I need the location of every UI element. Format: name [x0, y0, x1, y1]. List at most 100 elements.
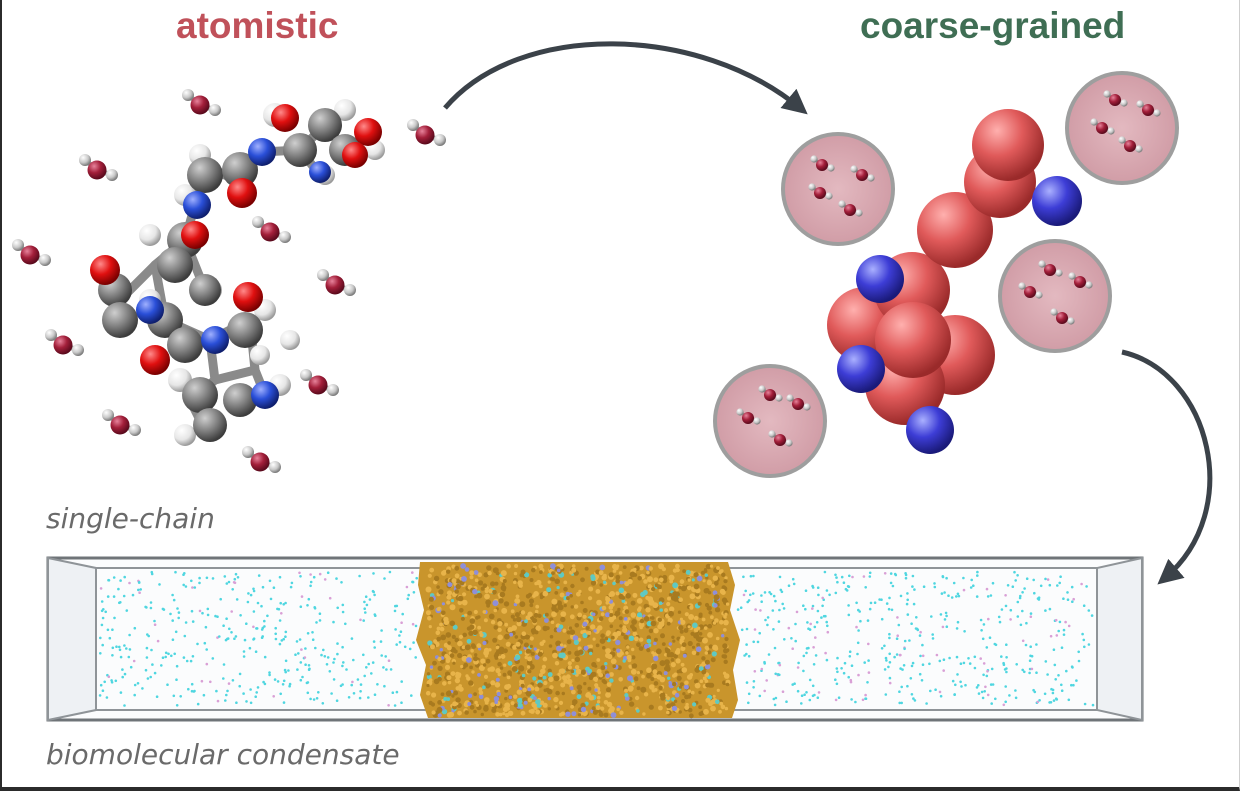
condensate-particle [427, 573, 432, 578]
dilute-particle [233, 577, 237, 581]
dilute-particle [828, 593, 831, 597]
condensate-particle [697, 601, 702, 606]
condensate-particle [447, 582, 453, 588]
condensate-particle [580, 706, 587, 713]
dilute-particle [1035, 643, 1038, 646]
dilute-particle [307, 597, 311, 601]
condensate-particle [631, 682, 636, 686]
dilute-particle [214, 614, 217, 618]
dilute-particle [889, 581, 893, 585]
dilute-particle [885, 602, 889, 605]
dilute-particle [223, 575, 227, 578]
condensate-particle [591, 661, 597, 668]
dilute-particle [282, 603, 286, 606]
dilute-particle [1051, 691, 1055, 695]
dilute-particle [840, 667, 843, 670]
dilute-particle [760, 667, 764, 671]
condensate-particle [712, 590, 718, 596]
dilute-particle [235, 701, 238, 704]
dilute-particle [209, 680, 212, 684]
condensate-particle [648, 566, 653, 571]
dilute-particle [191, 620, 195, 623]
condensate-particle [550, 577, 556, 582]
condensate-particle [429, 604, 435, 611]
dilute-particle [954, 683, 957, 687]
condensate-particle [536, 579, 542, 586]
condensate-particle [446, 594, 452, 600]
dilute-particle [751, 592, 755, 595]
dilute-particle [736, 608, 740, 611]
dilute-particle [753, 670, 757, 673]
condensate-particle [485, 658, 491, 664]
condensate-particle [621, 599, 626, 603]
condensate-particle [585, 693, 590, 698]
condensate-particle [461, 576, 467, 582]
condensate-particle [724, 636, 729, 642]
condensate-particle [615, 574, 621, 580]
condensate-particle [529, 603, 534, 608]
dilute-particle [317, 691, 320, 694]
dilute-particle [284, 670, 288, 674]
condensate-particle [439, 626, 445, 632]
dilute-particle [942, 669, 945, 672]
dilute-particle [758, 694, 762, 698]
dilute-particle [268, 673, 271, 677]
condensate-particle [596, 599, 602, 606]
dilute-particle [945, 614, 948, 618]
condensate-particle [719, 620, 724, 625]
condensate-particle [451, 694, 455, 698]
dilute-particle [399, 630, 403, 633]
condensate-particle [454, 565, 460, 571]
condensate-particle [492, 567, 499, 574]
dilute-particle [955, 627, 959, 630]
condensate-particle [616, 648, 621, 653]
condensate-particle [436, 706, 443, 713]
condensate-particle [425, 690, 431, 696]
condensate-particle [563, 580, 568, 585]
condensate-particle [632, 592, 638, 598]
dilute-particle [373, 693, 377, 696]
dilute-particle [849, 680, 853, 684]
dilute-particle [898, 701, 901, 705]
condensate-particle [661, 567, 667, 572]
condensate-particle [590, 671, 597, 678]
dilute-particle [825, 589, 829, 592]
condensate-particle [548, 644, 553, 648]
condensate-particle [482, 583, 488, 588]
dilute-particle [1004, 700, 1007, 704]
condensate-particle [522, 687, 527, 693]
condensate-particle [461, 599, 468, 606]
dilute-particle [867, 659, 870, 662]
dilute-particle [1021, 609, 1024, 613]
dilute-particle [408, 647, 412, 651]
condensate-particle [446, 600, 451, 605]
condensate-particle [722, 671, 727, 675]
dilute-particle [811, 584, 814, 588]
condensate-particle [539, 641, 545, 646]
dilute-particle [356, 678, 360, 681]
condensate-particle [467, 702, 472, 706]
condensate-particle [639, 618, 645, 624]
condensate-particle [652, 602, 659, 609]
dilute-particle [280, 612, 283, 615]
condensate-particle [477, 572, 483, 577]
condensate-particle [615, 591, 620, 596]
dilute-particle [764, 618, 767, 622]
dilute-particle [261, 585, 265, 589]
dilute-particle [888, 596, 891, 600]
dilute-particle [365, 603, 369, 607]
dilute-particle [972, 584, 975, 587]
condensate-particle [630, 612, 637, 618]
dilute-particle [385, 668, 388, 671]
condensate-particle [464, 567, 470, 572]
dilute-particle [752, 640, 755, 644]
dilute-particle [1044, 660, 1048, 663]
dilute-particle [336, 606, 340, 610]
dilute-particle [341, 603, 345, 607]
dilute-particle [1055, 698, 1059, 701]
condensate-particle [609, 624, 614, 628]
condensate-particle [609, 618, 613, 623]
dilute-particle [394, 628, 397, 631]
condensate-particle [474, 594, 478, 599]
dilute-particle [1030, 667, 1034, 671]
